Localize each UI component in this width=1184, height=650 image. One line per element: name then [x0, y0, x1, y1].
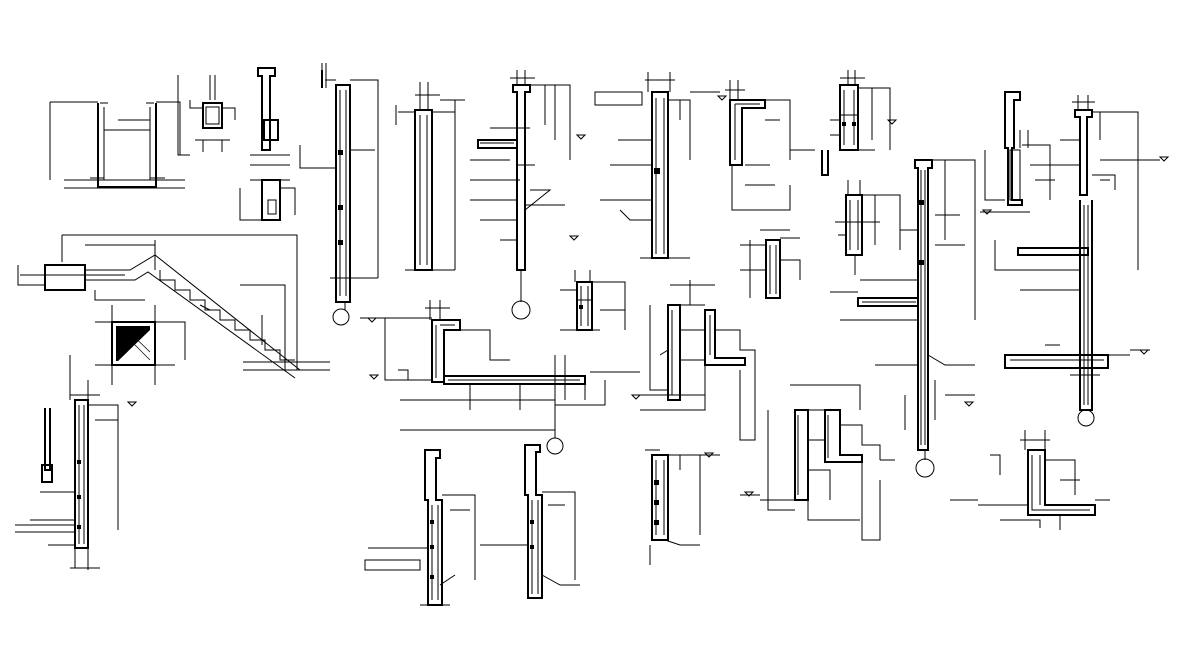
detail-small-column-center [560, 270, 626, 331]
detail-u-footing [49, 101, 185, 189]
detail-small-l-center [740, 229, 801, 299]
detail-wall-beam-1 [594, 72, 720, 259]
detail-bottom-column-2 [480, 444, 580, 599]
detail-tall-column-right [830, 159, 976, 478]
detail-l-wall-top [725, 80, 815, 211]
detail-column-right-center [835, 180, 901, 275]
detail-small-beam [177, 75, 236, 156]
detail-slab-far-right [994, 200, 1150, 427]
detail-staircase [17, 234, 330, 379]
detail-bottom-column-1 [364, 449, 476, 606]
detail-notched-column-right [980, 91, 1060, 213]
detail-t-column-circle [470, 70, 571, 320]
detail-tall-wall-1 [299, 63, 379, 326]
detail-bottom-step-wall [740, 384, 895, 541]
detail-bottom-column-3 [645, 449, 720, 565]
detail-tall-wall-2 [395, 82, 465, 271]
level-marks [126, 95, 1170, 497]
detail-wall-lower-left [15, 355, 119, 570]
detail-slab-column-joint [360, 300, 640, 455]
detail-column-section-box [95, 305, 186, 385]
detail-bottom-right-corner [950, 430, 1110, 530]
detail-t-column-far-right [1060, 95, 1160, 270]
detail-stepped-wall-center [640, 280, 756, 441]
detail-beam-joint [821, 70, 891, 176]
detail-notched-column [239, 67, 296, 221]
